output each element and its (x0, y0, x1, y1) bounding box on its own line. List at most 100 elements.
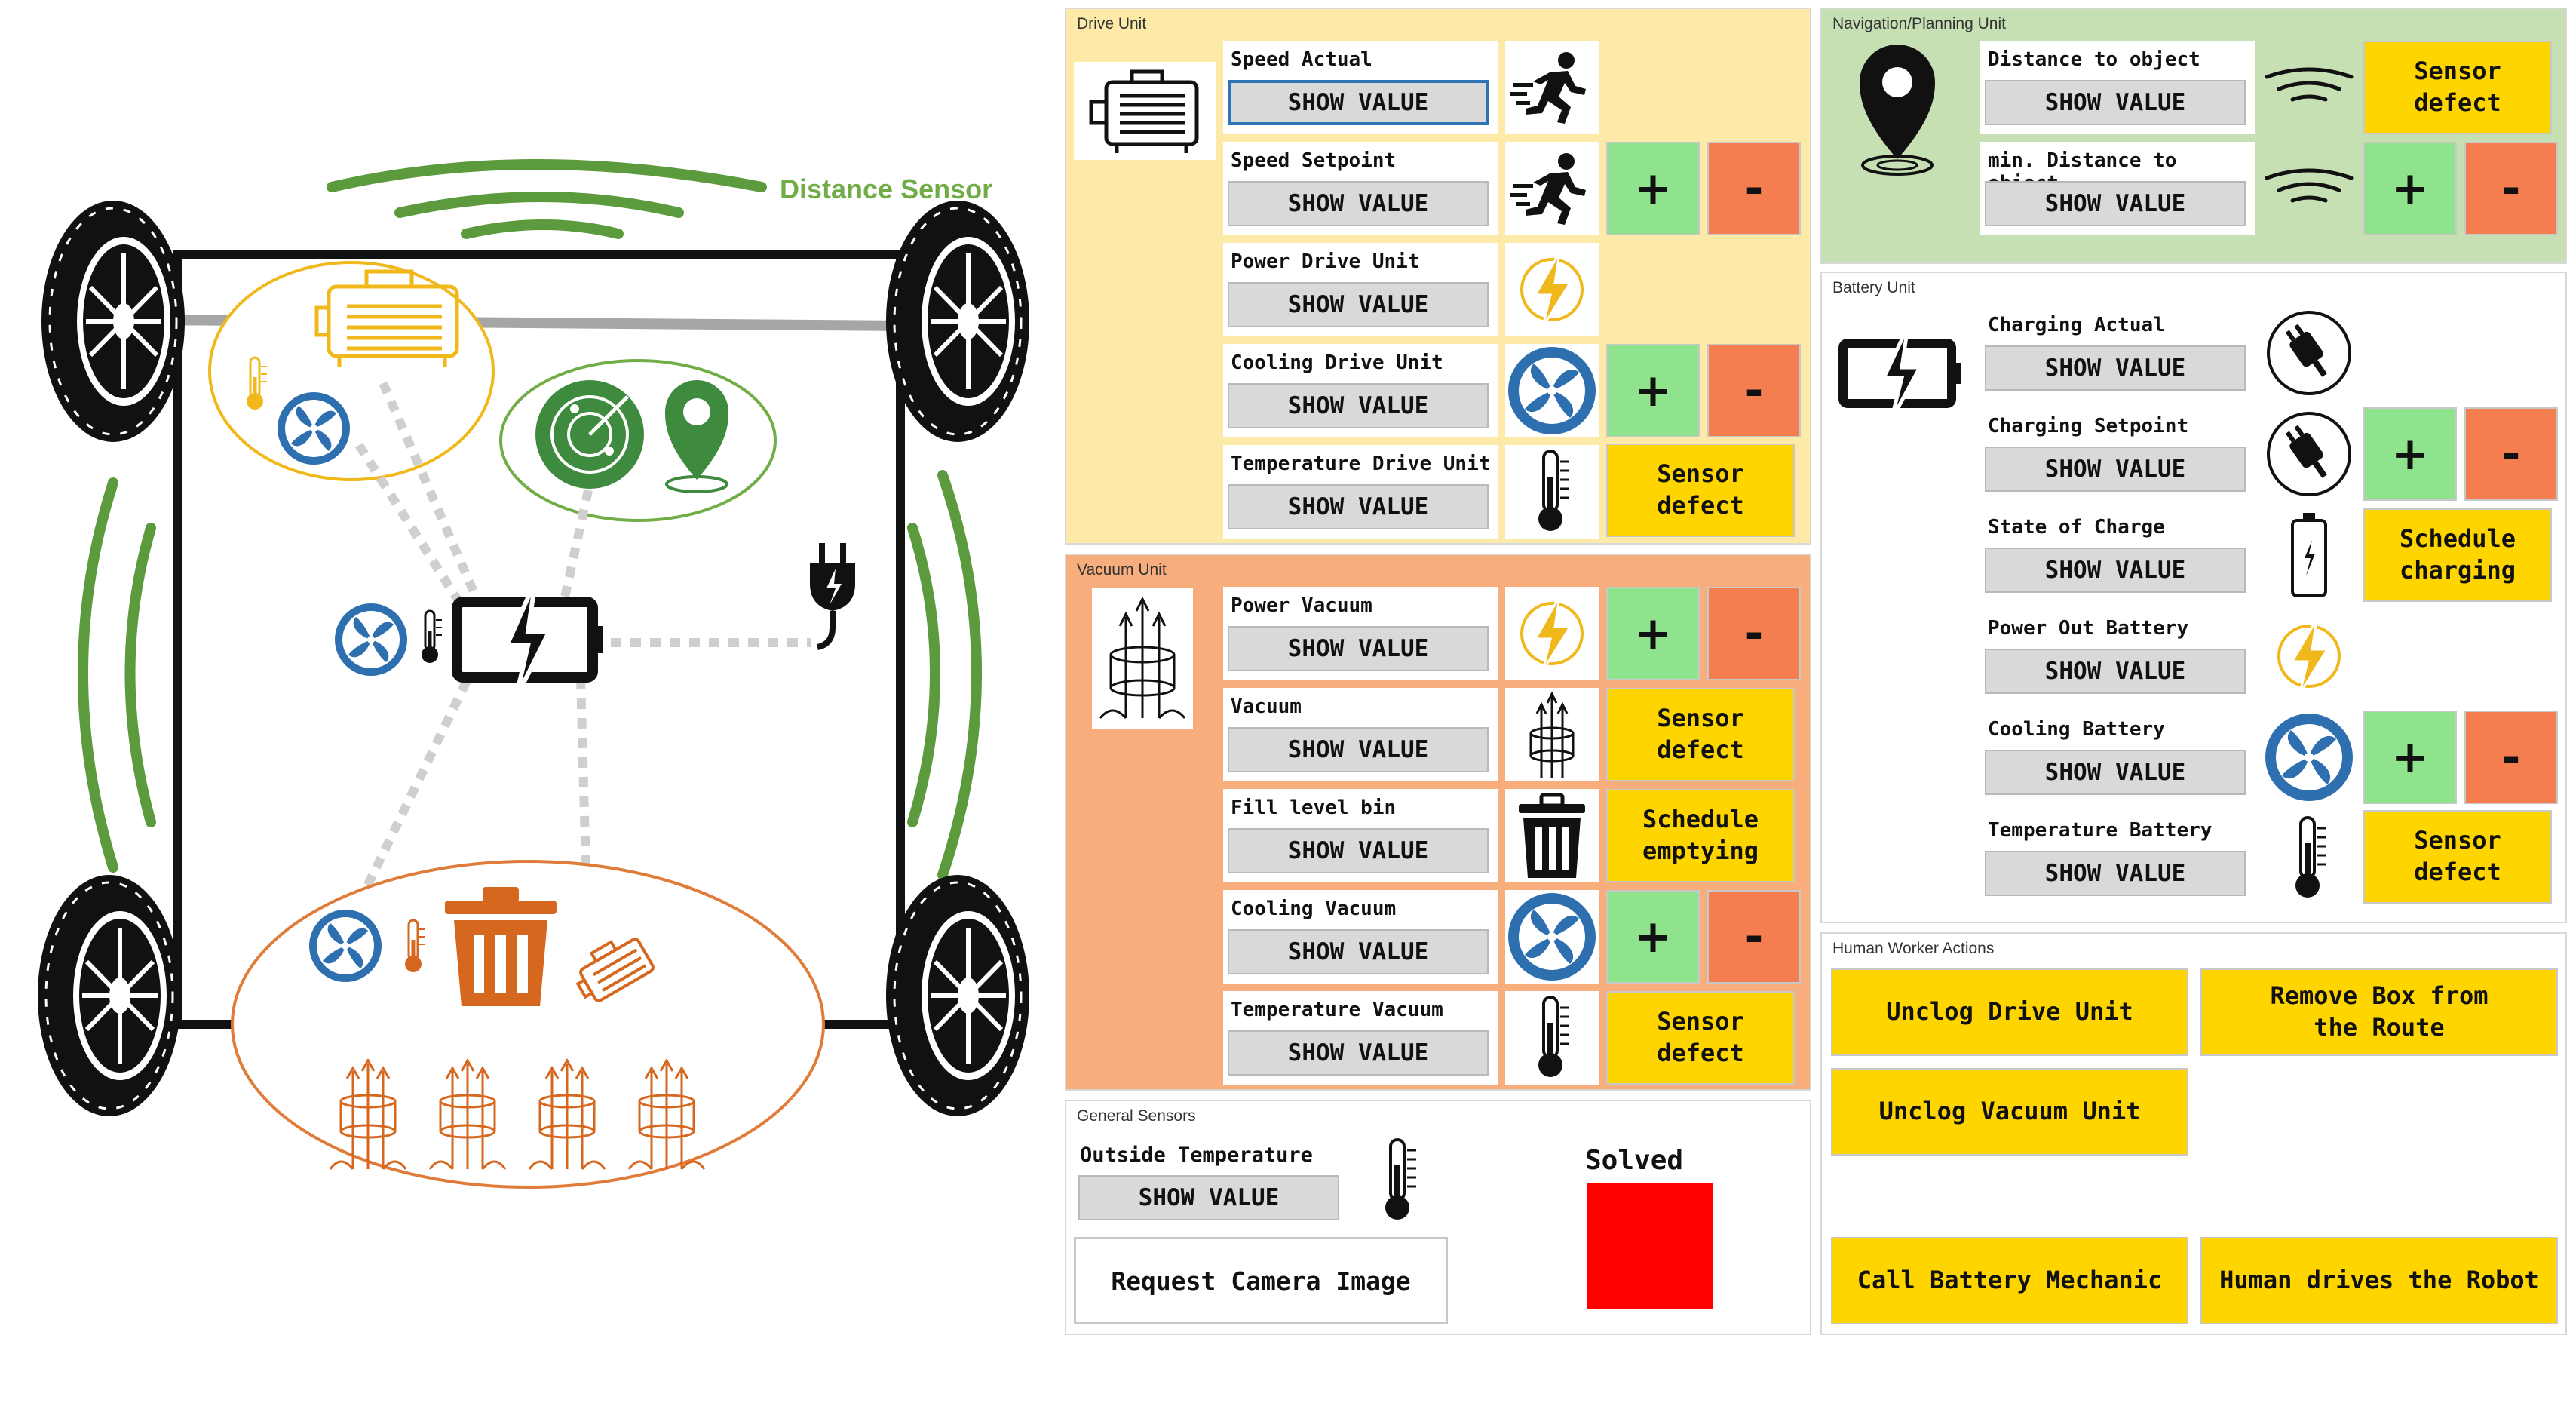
power-vacuum-card: Power Vacuum SHOW VALUE (1223, 587, 1498, 680)
solved-status-indicator (1587, 1183, 1713, 1309)
cooling-battery-increase-button[interactable]: + (2363, 711, 2457, 804)
distance-to-object-label: Distance to object (1988, 48, 2200, 71)
power-out-battery-show-value-button[interactable]: SHOW VALUE (1985, 649, 2246, 694)
battery-fan-icon (335, 603, 407, 676)
location-pin-icon-panel (1849, 35, 1946, 186)
schedule-charging-button[interactable]: Schedule charging (2363, 508, 2552, 602)
ev-charger-icon (2262, 306, 2356, 400)
cooling-drive-card: Cooling Drive Unit SHOW VALUE (1223, 344, 1498, 437)
battery-vertical-icon (2262, 508, 2356, 602)
sensor-waves-icon-2 (2262, 142, 2356, 235)
unclog-drive-unit-button[interactable]: Unclog Drive Unit (1831, 968, 2188, 1056)
charging-actual-show-value-button[interactable]: SHOW VALUE (1985, 345, 2246, 391)
schedule-emptying-button[interactable]: Schedule emptying (1606, 789, 1795, 882)
temperature-battery-label: Temperature Battery (1988, 819, 2213, 842)
motor-icon (314, 269, 459, 367)
charging-plug-icon (810, 543, 855, 650)
charging-setpoint-label: Charging Setpoint (1988, 415, 2189, 437)
call-battery-mechanic-button[interactable]: Call Battery Mechanic (1831, 1237, 2188, 1324)
solved-label: Solved (1585, 1145, 1684, 1176)
speed-actual-card: Speed Actual SHOW VALUE (1223, 41, 1498, 134)
distance-sensor-waves-left (78, 477, 156, 873)
cooling-vacuum-decrease-button[interactable]: - (1707, 890, 1801, 984)
running-person-icon-2 (1505, 142, 1599, 235)
request-camera-image-button[interactable]: Request Camera Image (1074, 1237, 1448, 1324)
lightning-icon (1505, 243, 1599, 336)
lightning-icon-vacuum (1505, 587, 1599, 680)
vacuum-card: Vacuum SHOW VALUE (1223, 688, 1498, 781)
power-vacuum-increase-button[interactable]: + (1606, 587, 1700, 680)
power-out-battery-label: Power Out Battery (1988, 617, 2189, 640)
power-vacuum-show-value-button[interactable]: SHOW VALUE (1228, 626, 1489, 671)
speed-setpoint-card: Speed Setpoint SHOW VALUE (1223, 142, 1498, 235)
ev-charger-icon-2 (2262, 407, 2356, 501)
unclog-vacuum-unit-button[interactable]: Unclog Vacuum Unit (1831, 1068, 2188, 1156)
drive-unit-zone (208, 261, 495, 481)
charging-setpoint-increase-button[interactable]: + (2363, 407, 2457, 501)
power-drive-show-value-button[interactable]: SHOW VALUE (1228, 282, 1489, 327)
temperature-vacuum-card: Temperature Vacuum SHOW VALUE (1223, 991, 1498, 1085)
speed-setpoint-label: Speed Setpoint (1231, 149, 1397, 172)
tire-front-right (886, 201, 1029, 442)
min-distance-increase-button[interactable]: + (2363, 142, 2457, 235)
vacuum-fan-icon (309, 910, 382, 982)
human-drives-robot-button[interactable]: Human drives the Robot (2200, 1237, 2558, 1324)
drive-temperature-sensor-defect-button[interactable]: Sensor defect (1606, 444, 1795, 537)
temperature-drive-card: Temperature Drive Unit SHOW VALUE (1223, 445, 1498, 539)
min-distance-decrease-button[interactable]: - (2464, 142, 2558, 235)
state-of-charge-show-value-button[interactable]: SHOW VALUE (1985, 548, 2246, 593)
cooling-battery-show-value-button[interactable]: SHOW VALUE (1985, 750, 2246, 795)
general-sensors-title: General Sensors (1077, 1107, 1196, 1125)
vacuum-sensor-defect-button[interactable]: Sensor defect (1606, 688, 1795, 781)
temperature-drive-show-value-button[interactable]: SHOW VALUE (1228, 484, 1489, 529)
charging-setpoint-show-value-button[interactable]: SHOW VALUE (1985, 447, 2246, 492)
fan-icon-battery (2262, 711, 2356, 804)
distance-sensor-defect-button[interactable]: Sensor defect (2363, 41, 2552, 134)
speed-setpoint-show-value-button[interactable]: SHOW VALUE (1228, 181, 1489, 226)
speed-actual-label: Speed Actual (1231, 48, 1372, 71)
charging-actual-label: Charging Actual (1988, 314, 2165, 336)
temperature-battery-show-value-button[interactable]: SHOW VALUE (1985, 851, 2246, 896)
distance-to-object-show-value-button[interactable]: SHOW VALUE (1985, 80, 2246, 125)
cooling-drive-show-value-button[interactable]: SHOW VALUE (1228, 383, 1489, 428)
speed-actual-show-value-button[interactable]: SHOW VALUE (1228, 80, 1489, 125)
radar-icon (535, 380, 644, 489)
cooling-battery-label: Cooling Battery (1988, 718, 2165, 741)
distance-sensor-waves-top (327, 159, 767, 239)
speed-setpoint-increase-button[interactable]: + (1606, 142, 1700, 235)
cooling-vacuum-show-value-button[interactable]: SHOW VALUE (1228, 929, 1489, 974)
battery-temperature-sensor-defect-button[interactable]: Sensor defect (2363, 810, 2552, 904)
distance-to-object-card: Distance to object SHOW VALUE (1980, 41, 2255, 134)
cooling-vacuum-label: Cooling Vacuum (1231, 898, 1397, 920)
thermometer-icon-vacuum (1505, 991, 1599, 1085)
sensor-waves-icon (2262, 41, 2356, 134)
distance-sensor-waves-right (907, 470, 982, 880)
vacuum-motor-icon (575, 938, 655, 1002)
drive-motor-icon (1074, 62, 1216, 160)
cooling-vacuum-increase-button[interactable]: + (1606, 890, 1700, 984)
outside-temperature-show-value-button[interactable]: SHOW VALUE (1078, 1175, 1339, 1220)
thermometer-icon-battery (2262, 812, 2356, 905)
vacuum-temperature-sensor-defect-button[interactable]: Sensor defect (1606, 991, 1795, 1085)
fill-level-show-value-button[interactable]: SHOW VALUE (1228, 828, 1489, 873)
tire-rear-left (38, 875, 181, 1116)
speed-setpoint-decrease-button[interactable]: - (1707, 142, 1801, 235)
thermometer-icon (1505, 445, 1599, 539)
state-of-charge-card: State of Charge SHOW VALUE (1980, 508, 2255, 602)
cooling-drive-increase-button[interactable]: + (1606, 344, 1700, 437)
cooling-drive-label: Cooling Drive Unit (1231, 351, 1443, 374)
power-vacuum-decrease-button[interactable]: - (1707, 587, 1801, 680)
cooling-battery-card: Cooling Battery SHOW VALUE (1980, 711, 2255, 804)
vacuum-label: Vacuum (1231, 695, 1302, 718)
temperature-vacuum-show-value-button[interactable]: SHOW VALUE (1228, 1030, 1489, 1076)
distance-sensor-label: Distance Sensor (780, 173, 993, 204)
cooling-battery-decrease-button[interactable]: - (2464, 711, 2558, 804)
vacuum-show-value-button[interactable]: SHOW VALUE (1228, 727, 1489, 772)
vacuum-unit-title: Vacuum Unit (1077, 561, 1167, 579)
cooling-drive-decrease-button[interactable]: - (1707, 344, 1801, 437)
state-of-charge-label: State of Charge (1988, 516, 2165, 539)
charging-setpoint-decrease-button[interactable]: - (2464, 407, 2558, 501)
remove-box-from-route-button[interactable]: Remove Box from the Route (2200, 968, 2558, 1056)
lightning-icon-battery (2262, 609, 2356, 703)
min-distance-show-value-button[interactable]: SHOW VALUE (1985, 181, 2246, 226)
